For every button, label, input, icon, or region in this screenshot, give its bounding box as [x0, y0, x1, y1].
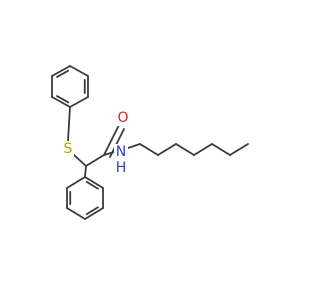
bond-chain-2	[157, 143, 177, 156]
bottom-ring-bond-2	[84, 207, 104, 220]
bottom-ring-double-0	[85, 180, 99, 190]
atom-h: H	[114, 160, 128, 176]
top-ring-bond-3	[69, 96, 89, 108]
bond-chain-0	[127, 143, 141, 149]
bond-chain-5	[211, 143, 231, 156]
bond-s-ch	[73, 154, 87, 167]
molecule-svg: S O N H	[51, 65, 249, 220]
bond-chain-4	[193, 143, 213, 156]
bond-c-n	[103, 151, 115, 156]
atom-s-bg	[62, 141, 74, 157]
bond-chain-3	[175, 143, 195, 156]
atom-n-bg	[114, 144, 128, 160]
atom-o-bg	[116, 110, 130, 126]
top-ring-bond-4	[51, 96, 71, 108]
bond-group	[51, 65, 249, 220]
atom-h-label: H	[116, 160, 127, 176]
molecule-diagram: S O N H	[51, 65, 249, 220]
top-ring-bond-0	[51, 65, 71, 77]
top-ring-double-0	[56, 69, 70, 78]
bond-ch-c	[85, 154, 105, 167]
bond-c-o-1	[103, 124, 120, 156]
bottom-ring-double-2	[85, 206, 99, 216]
atom-o: O	[116, 110, 130, 126]
atom-h-bg	[114, 160, 128, 176]
atom-o-label: O	[117, 110, 128, 126]
atom-s: S	[62, 141, 74, 157]
bond-ch-ring	[84, 165, 87, 178]
atom-n: N	[114, 144, 128, 160]
atom-n-label: N	[116, 144, 126, 160]
bottom-ring-bond-0	[84, 176, 104, 189]
bottom-ring-bond-3	[66, 207, 86, 220]
bond-chain-6	[229, 143, 249, 156]
bond-chain-1	[139, 143, 159, 156]
bottom-ring-bond-5	[66, 176, 86, 189]
top-ring-bond-1	[69, 65, 89, 77]
bond-ring-s	[67, 106, 71, 142]
atom-s-label: S	[64, 141, 73, 157]
top-ring-double-4	[56, 95, 70, 104]
